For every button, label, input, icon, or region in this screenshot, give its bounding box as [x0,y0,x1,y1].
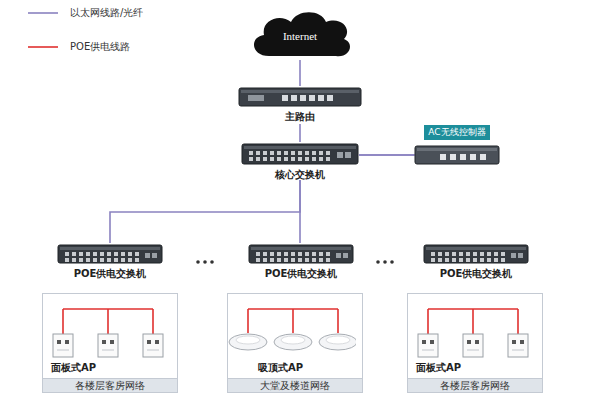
network-device: POE供电交换机 [248,243,354,279]
legend-line [26,41,60,53]
legend-row: POE供电线路 [26,41,150,53]
controller-label: AC无线控制器 [424,125,489,140]
device-label: 主路由 [285,110,315,124]
device-illustration [423,243,529,265]
device-illustration [241,142,359,166]
network-caption: 各楼层客房网络 [43,378,177,392]
cloud-label: Internet [283,30,317,42]
network-device: 主路由 [238,86,362,124]
legend-row: 以太网线路/光纤 [26,7,150,19]
device-illustration [248,243,354,265]
ethernet-link [299,60,301,86]
network-device: 核心交换机 [241,142,359,180]
ap-type-label: 吸顶式AP [228,361,362,378]
ethernet-link [299,180,301,243]
legend-text: 以太网线路/光纤 [70,7,150,19]
legend-text: POE供电线路 [70,41,150,53]
ap-type-label: 面板式AP [43,361,177,378]
device-label: POE供电交换机 [440,267,513,281]
network-caption: 大堂及楼道网络 [228,378,362,392]
network-panel: 面板式AP各楼层客房网络 [407,293,543,393]
internet-cloud: Internet [245,6,355,60]
device-label: POE供电交换机 [265,267,338,281]
device-illustration [414,144,500,166]
network-caption: 各楼层客房网络 [408,378,542,392]
network-panel: 吸顶式AP大堂及楼道网络 [227,293,363,393]
ethernet-link [359,154,423,156]
device-label: POE供电交换机 [74,267,147,281]
device-label: 核心交换机 [275,168,325,182]
legend-line [26,7,60,19]
device-illustration [238,86,362,108]
network-device: POE供电交换机 [423,243,529,279]
network-device: AC无线控制器 [414,125,500,169]
ethernet-link [110,180,300,243]
network-panel: 面板式AP各楼层客房网络 [42,293,178,393]
ethernet-link [299,124,301,142]
network-device: POE供电交换机 [57,243,163,279]
device-illustration [57,243,163,265]
ap-type-label: 面板式AP [408,361,542,378]
